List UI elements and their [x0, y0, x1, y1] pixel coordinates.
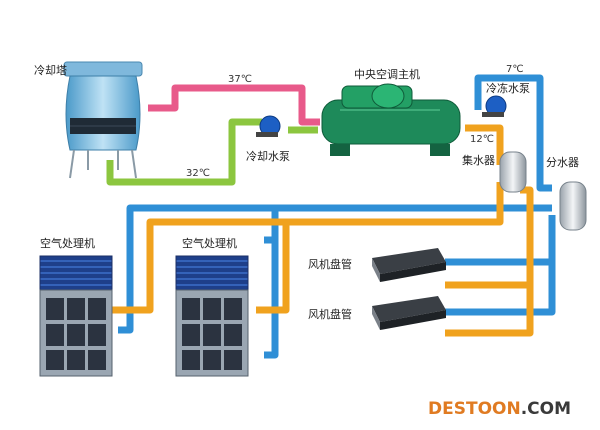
distributor-tank [559, 181, 587, 231]
watermark: DESTOON.COM [428, 399, 571, 419]
cooling-pump [256, 115, 281, 137]
collector-label: 集水器 [462, 153, 495, 167]
watermark-tld: .COM [521, 399, 571, 419]
temp-chilled-supply: 7℃ [506, 64, 524, 75]
fan-coil-2 [372, 296, 446, 330]
watermark-brand: DESTOON [428, 399, 521, 419]
air-handler-1-label: 空气处理机 [40, 236, 95, 250]
chilled-pump [482, 95, 507, 117]
air-handler-2-label: 空气处理机 [182, 236, 237, 250]
cooling-tower-label: 冷却塔 [34, 64, 67, 77]
cooling-tower [63, 61, 143, 179]
cooling-hot-pipe [148, 84, 320, 126]
chiller [321, 83, 461, 156]
fan-coil-2-label: 风机盘管 [308, 307, 352, 321]
temp-cooling-cold: 32℃ [186, 168, 210, 179]
fan-coil-1 [372, 248, 446, 282]
cooling-pump-label: 冷却水泵 [246, 150, 290, 163]
chilled-return-pipes [110, 124, 534, 337]
temp-cooling-hot: 37℃ [228, 74, 252, 85]
collector-tank [499, 151, 527, 193]
air-handler-2 [175, 255, 249, 377]
fan-coil-1-label: 风机盘管 [308, 257, 352, 271]
air-handler-1 [39, 255, 113, 377]
distributor-label: 分水器 [546, 156, 579, 169]
chiller-label: 中央空调主机 [354, 67, 420, 81]
cooling-cold-pipe [106, 118, 318, 186]
chilled-pump-label: 冷冻水泵 [486, 81, 530, 95]
temp-chilled-return: 12℃ [470, 134, 494, 145]
